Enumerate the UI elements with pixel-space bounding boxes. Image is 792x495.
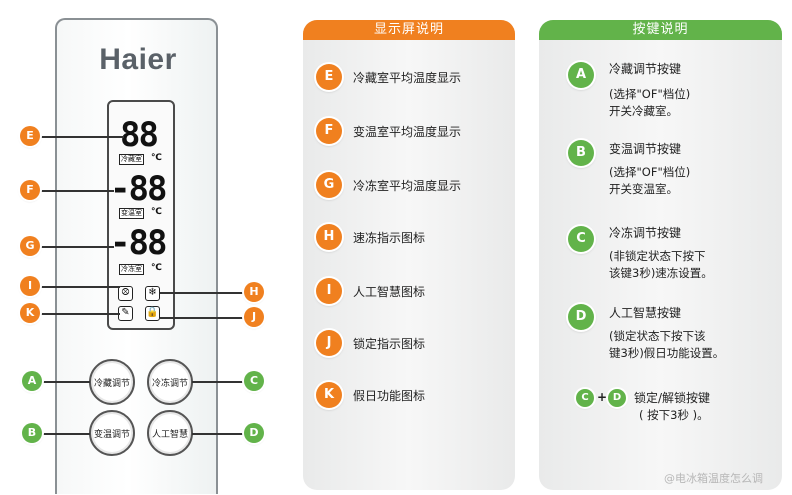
combo-d-badge: D — [608, 389, 626, 407]
combo-c-badge: C — [576, 389, 594, 407]
callout-k: K — [20, 303, 40, 323]
legend-d-note-2: 键3秒)假日功能设置。 — [609, 346, 725, 360]
leader-line-h — [160, 292, 244, 294]
legend-b-note-1: (选择"OF"档位) — [609, 165, 691, 179]
legend-d-badge: D — [568, 304, 594, 330]
callout-j: J — [244, 307, 264, 327]
callout-h: H — [244, 282, 264, 302]
legend-d-note-1: (锁定状态下按下该 — [609, 329, 706, 343]
variable-temp-digits: -88 — [110, 169, 167, 209]
callout-g: G — [20, 236, 40, 256]
legend-b-text: 变温调节按键 — [609, 142, 682, 156]
callout-b: B — [22, 423, 42, 443]
leader-line-g — [38, 246, 114, 248]
leader-line-i — [38, 286, 120, 288]
brand-logo: Haier — [99, 43, 177, 76]
display-legend-panel: 显示屏说明 — [303, 20, 515, 490]
legend-a-text: 冷藏调节按键 — [609, 62, 682, 76]
button-legend-panel: 按键说明 — [539, 20, 782, 490]
leader-line-a — [40, 381, 90, 383]
legend-a-note-1: (选择"OF"档位) — [609, 87, 691, 101]
legend-c-note-1: (非锁定状态下按下 — [609, 249, 706, 263]
legend-i-text: 人工智慧图标 — [353, 285, 426, 299]
legend-j-badge: J — [316, 330, 342, 356]
legend-b-badge: B — [568, 140, 594, 166]
legend-a-badge: A — [568, 62, 594, 88]
legend-d-text: 人工智慧按键 — [609, 306, 682, 320]
fridge-unit: ℃ — [151, 153, 162, 163]
leader-line-e — [38, 136, 124, 138]
variable-unit: ℃ — [151, 207, 162, 217]
ai-icon: ⮾ — [118, 286, 133, 301]
legend-h-text: 速冻指示图标 — [353, 231, 426, 245]
callout-d: D — [244, 423, 264, 443]
legend-c-note-2: 该键3秒)速冻设置。 — [609, 266, 713, 280]
legend-f-text: 变温室平均温度显示 — [353, 125, 462, 139]
legend-j-text: 锁定指示图标 — [353, 337, 426, 351]
snowflake-icon: ❄ — [145, 286, 160, 301]
callout-i: I — [20, 276, 40, 296]
freezer-unit: ℃ — [151, 263, 162, 273]
freezer-adjust-button[interactable]: 冷冻调节 — [147, 359, 193, 405]
legend-c-text: 冷冻调节按键 — [609, 226, 682, 240]
leader-line-c — [192, 381, 244, 383]
legend-e-text: 冷藏室平均温度显示 — [353, 71, 462, 85]
leader-line-b — [40, 433, 90, 435]
legend-i-badge: I — [316, 278, 342, 304]
legend-k-badge: K — [316, 382, 342, 408]
fridge-temp-digits: 88 — [120, 115, 159, 155]
callout-e: E — [20, 126, 40, 146]
freezer-zone-label: 冷冻室 — [119, 264, 144, 275]
legend-h-badge: H — [316, 224, 342, 250]
lock-icon: 🔒 — [145, 306, 160, 321]
leader-line-j — [160, 317, 244, 319]
legend-b-note-2: 开关变温室。 — [609, 182, 678, 196]
display-legend-title: 显示屏说明 — [303, 20, 515, 40]
freezer-temp-digits: -88 — [110, 223, 167, 263]
combo-plus: + — [597, 390, 608, 404]
combo-text: 锁定/解锁按键 — [634, 391, 711, 405]
legend-e-badge: E — [316, 64, 342, 90]
ai-button[interactable]: 人工智慧 — [147, 410, 193, 456]
variable-zone-label: 变温室 — [119, 208, 144, 219]
variable-adjust-button[interactable]: 变温调节 — [89, 410, 135, 456]
legend-a-note-2: 开关冷藏室。 — [609, 104, 678, 118]
leader-line-k — [38, 313, 120, 315]
legend-f-badge: F — [316, 118, 342, 144]
legend-g-text: 冷冻室平均温度显示 — [353, 179, 462, 193]
legend-g-badge: G — [316, 172, 342, 198]
callout-c: C — [244, 371, 264, 391]
button-legend-title: 按键说明 — [539, 20, 782, 40]
callout-a: A — [22, 371, 42, 391]
leader-line-d — [192, 433, 244, 435]
legend-k-text: 假日功能图标 — [353, 389, 426, 403]
fridge-zone-label: 冷藏室 — [119, 154, 144, 165]
watermark: @电冰箱温度怎么调 — [664, 472, 763, 485]
legend-c-badge: C — [568, 226, 594, 252]
leader-line-f — [38, 190, 114, 192]
callout-f: F — [20, 180, 40, 200]
fridge-adjust-button[interactable]: 冷藏调节 — [89, 359, 135, 405]
holiday-icon: ✎ — [118, 306, 133, 321]
combo-note: ( 按下3秒 )。 — [639, 408, 709, 422]
